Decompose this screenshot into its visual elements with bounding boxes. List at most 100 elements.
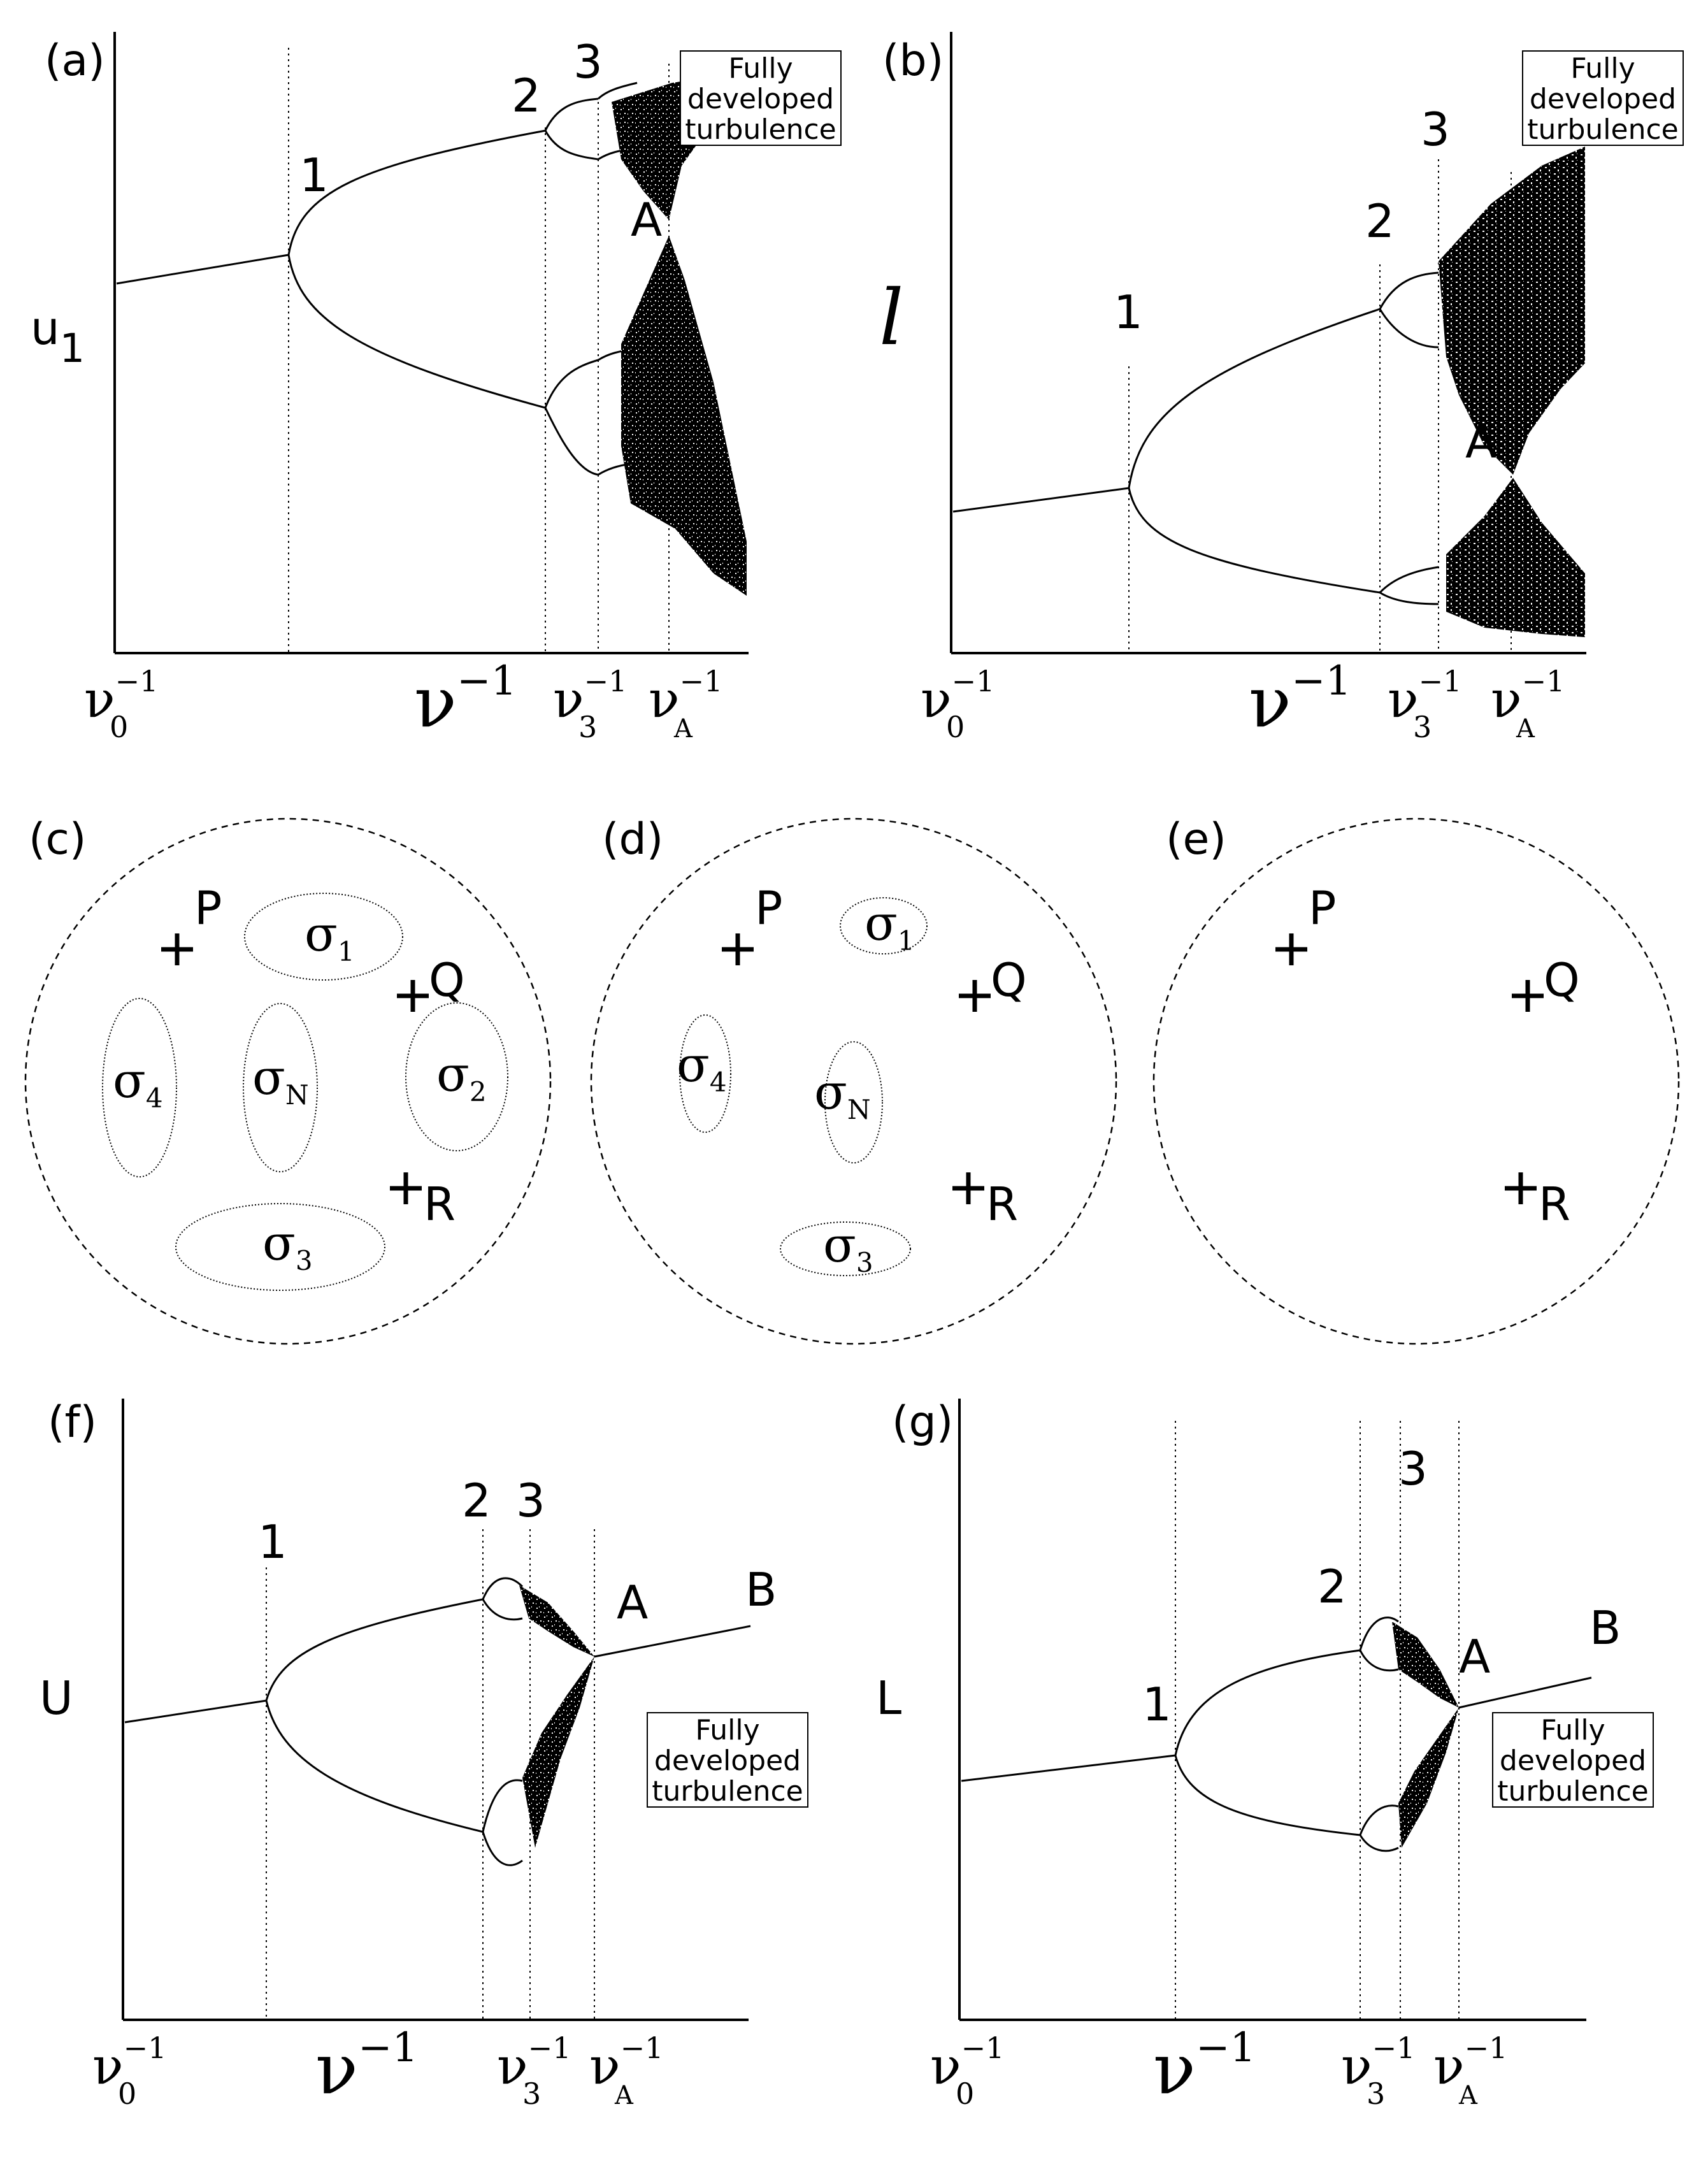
panel-g-marker-2: 2: [1317, 1560, 1347, 1613]
panel-g-marker-1: 1: [1142, 1678, 1172, 1731]
panel-a-branches: [116, 82, 638, 476]
panel-b-chaotic-band-upper: [1439, 147, 1585, 475]
panel-a-marker-1: 1: [299, 148, 329, 202]
panel-a-chaotic-band-lower: [621, 236, 747, 596]
panel-d: (d) σ1 σ3 σ4 σN P Q R: [590, 814, 1117, 1345]
panel-b-chaotic-band-lower: [1446, 478, 1585, 637]
panel-b-marker-A: A: [1465, 415, 1496, 468]
panel-b-branches: [952, 271, 1439, 605]
svg-text:developed: developed: [654, 1745, 801, 1777]
svg-text:Fully: Fully: [1570, 52, 1635, 85]
svg-text:σ1: σ1: [865, 895, 915, 956]
panel-c-point-R: R: [390, 1172, 456, 1231]
panel-g-branches: [961, 1616, 1592, 1852]
panel-b-y-label: l: [879, 274, 903, 363]
panel-d-region-sigmaN: σN: [814, 1041, 883, 1163]
panel-f: (f) U 1 2 3 A B Fully developed turbulen…: [39, 1397, 808, 2111]
svg-text:σ3: σ3: [823, 1216, 873, 1278]
svg-text:Fully: Fully: [1540, 1714, 1605, 1746]
panel-d-point-P: P: [722, 881, 782, 965]
svg-text:turbulence: turbulence: [685, 113, 836, 146]
panel-a-x-label-nu: ν−1: [414, 658, 517, 743]
svg-text:σ1: σ1: [305, 905, 355, 967]
panel-f-marker-1: 1: [258, 1515, 287, 1569]
panel-f-marker-2: 2: [462, 1474, 491, 1527]
svg-text:Fully: Fully: [695, 1714, 759, 1746]
svg-text:P: P: [194, 881, 222, 935]
panel-d-region-sigma1: σ1: [840, 895, 928, 956]
panel-g-marker-3: 3: [1398, 1442, 1428, 1495]
panel-f-marker-A: A: [617, 1576, 648, 1629]
panel-b-marker-3: 3: [1421, 103, 1450, 156]
panel-g-guide-lines: [1175, 1421, 1460, 2020]
panel-e-boundary-circle: [1152, 817, 1680, 1345]
panel-c-region-sigma1: σ1: [244, 893, 403, 981]
panel-e: (e) P Q R: [1152, 814, 1680, 1345]
panel-b-marker-1: 1: [1114, 285, 1143, 339]
svg-text:P: P: [1309, 881, 1336, 935]
panel-g-chaotic-band-lower: [1398, 1708, 1459, 1848]
panel-c-region-sigma4: σ4: [102, 998, 177, 1177]
panel-b-turbulence-box: Fully developed turbulence: [1522, 50, 1684, 146]
panel-f-marker-B: B: [745, 1563, 777, 1616]
panel-g-turbulence-box: Fully developed turbulence: [1492, 1712, 1654, 1808]
panel-f-tag: (f): [48, 1397, 97, 1448]
svg-text:σ4: σ4: [677, 1036, 727, 1098]
panel-b-tag: (b): [882, 36, 944, 86]
panel-g: (g) L 1 2 3 A B Fully developed turbulen…: [876, 1397, 1654, 2111]
svg-text:Fully: Fully: [728, 52, 793, 85]
panel-a: (a) u1 1 2 3 A Fully developed turbulenc…: [31, 32, 842, 744]
panel-a-marker-2: 2: [512, 69, 541, 122]
svg-text:Q: Q: [991, 953, 1027, 1007]
svg-text:σ3: σ3: [262, 1214, 313, 1276]
svg-text:developed: developed: [687, 83, 834, 115]
panel-c-point-P: P: [161, 881, 222, 965]
panel-a-tag: (a): [45, 36, 105, 86]
panel-e-point-R: R: [1505, 1172, 1570, 1231]
panel-e-point-Q: Q: [1512, 953, 1580, 1012]
panel-d-region-sigma4: σ4: [677, 1014, 731, 1133]
panel-g-chaotic-band-upper: [1392, 1622, 1459, 1708]
panel-c-point-Q: Q: [397, 953, 465, 1012]
svg-text:R: R: [1539, 1177, 1570, 1231]
panel-c: (c) σ1 σ2 σ3 σ4 σN P Q: [24, 814, 552, 1345]
panel-b-guide-lines: [1128, 159, 1512, 653]
panel-g-marker-A: A: [1459, 1630, 1490, 1683]
panel-d-point-Q: Q: [959, 953, 1027, 1012]
panel-a-y-label: u1: [31, 301, 85, 371]
svg-text:σ2: σ2: [436, 1046, 487, 1107]
panel-c-region-sigma2: σ2: [405, 1002, 508, 1151]
panel-b-x-label-nu: ν−1: [1249, 658, 1351, 743]
panel-a-marker-A: A: [631, 193, 662, 247]
svg-text:turbulence: turbulence: [1527, 113, 1679, 146]
svg-text:Q: Q: [429, 953, 465, 1007]
panel-g-y-label: L: [876, 1671, 901, 1725]
panel-c-region-sigma3: σ3: [175, 1203, 385, 1291]
svg-text:σ4: σ4: [113, 1052, 163, 1114]
panel-d-region-sigma3: σ3: [780, 1216, 911, 1278]
svg-text:R: R: [986, 1177, 1018, 1231]
panel-e-point-P: P: [1275, 881, 1336, 965]
svg-text:σN: σN: [814, 1063, 871, 1125]
svg-text:P: P: [755, 881, 782, 935]
panel-f-chaotic-band-lower: [522, 1657, 594, 1848]
panel-b-marker-2: 2: [1365, 194, 1395, 248]
panel-f-branches: [124, 1577, 751, 1866]
panel-f-marker-3: 3: [516, 1474, 545, 1527]
panel-f-chaotic-band-upper: [519, 1585, 594, 1657]
svg-text:developed: developed: [1500, 1745, 1646, 1777]
panel-c-region-sigmaN: σN: [243, 1003, 318, 1172]
